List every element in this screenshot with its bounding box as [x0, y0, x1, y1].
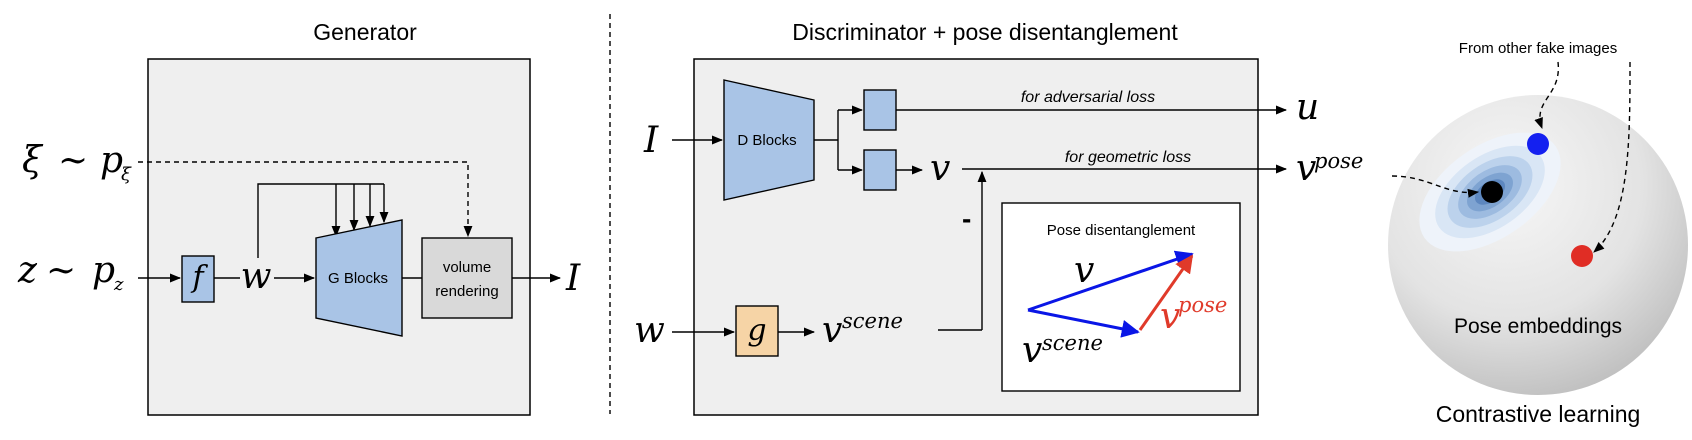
v-label: v [930, 148, 950, 189]
anchor-embedding-dot [1481, 181, 1503, 203]
discriminator-title: Discriminator + pose disentanglement [792, 19, 1178, 45]
xi-symbol: ξ [22, 140, 44, 181]
v-pose-base: v [1296, 148, 1316, 189]
inset-vscene-label: v scene [1022, 330, 1103, 371]
negative-embedding-red-dot [1571, 245, 1593, 267]
volume-rendering-line1: volume [443, 259, 491, 276]
generated-image-label: I [565, 258, 581, 299]
annotation-to-red-arrow [1593, 61, 1631, 253]
p-subscript: z [113, 274, 124, 295]
xi-prior-label: ξ ∼ p ξ [22, 140, 132, 185]
u-output-label: u [1296, 87, 1319, 128]
g-block [735, 305, 779, 357]
generator-section: Generator ξ ∼ p ξ z ∼ p z f w [17, 19, 581, 416]
sim-symbol: ∼ [58, 140, 88, 181]
p-symbol: p [92, 250, 115, 291]
volume-rendering-block [421, 237, 513, 319]
contrastive-section: From other fake images Pose embeddings C… [1388, 40, 1688, 427]
inset-vpose-base: v [1160, 296, 1180, 337]
inset-vscene-arrow [1027, 308, 1140, 338]
inset-vpose-superscript: pose [1178, 293, 1227, 317]
p-symbol: p [100, 140, 123, 181]
inset-vscene-base: v [1022, 330, 1042, 371]
d-blocks [723, 79, 815, 201]
negative-embedding-blue-dot [1527, 133, 1549, 155]
z-prior-label: z ∼ p z [17, 250, 124, 295]
adversarial-loss-label: for adversarial loss [1021, 89, 1155, 106]
v-scene-superscript: scene [842, 309, 903, 333]
v-pose-output-label: v pose [1296, 148, 1363, 189]
xi-dashed-arrow [138, 161, 473, 238]
p-subscript: ξ [121, 164, 132, 185]
sphere-label: Pose embeddings [1454, 315, 1622, 338]
g-blocks-label: G Blocks [328, 270, 388, 287]
w-input-label: w [634, 310, 665, 351]
contrastive-title: Contrastive learning [1436, 401, 1641, 427]
pose-head [863, 149, 897, 191]
w-style-bus [257, 183, 384, 258]
generator-title: Generator [313, 19, 417, 45]
g-label: g [747, 313, 766, 348]
inset-vpose-arrow [1138, 254, 1194, 331]
g-blocks [315, 219, 403, 337]
inset-v-label: v [1074, 250, 1094, 291]
mapping-f-block [181, 255, 215, 303]
volume-rendering-line2: rendering [435, 283, 498, 300]
discriminator-section: Discriminator + pose disentanglement I D… [634, 19, 1363, 416]
v-scene-base: v [822, 310, 842, 351]
vpose-to-anchor-arrow [1391, 175, 1480, 198]
geometric-loss-label: for geometric loss [1065, 149, 1191, 166]
inset-v-arrow [1027, 250, 1194, 312]
annotation-label: From other fake images [1459, 40, 1617, 57]
inset-vscene-superscript: scene [1042, 331, 1103, 355]
input-image-label: I [643, 120, 659, 161]
pose-disentanglement-inset [1001, 202, 1241, 392]
minus-sign: - [962, 203, 971, 234]
adversarial-head [863, 89, 897, 131]
z-symbol: z [17, 250, 38, 291]
sim-symbol: ∼ [46, 250, 76, 291]
d-blocks-label: D Blocks [737, 132, 796, 149]
inset-title: Pose disentanglement [1047, 222, 1196, 239]
v-scene-label: v scene [822, 309, 903, 351]
inset-vpose-label: v pose [1160, 293, 1227, 337]
w-latent-label: w [241, 256, 272, 297]
v-pose-superscript: pose [1314, 149, 1363, 173]
annotation-to-blue-arrow [1534, 61, 1559, 130]
